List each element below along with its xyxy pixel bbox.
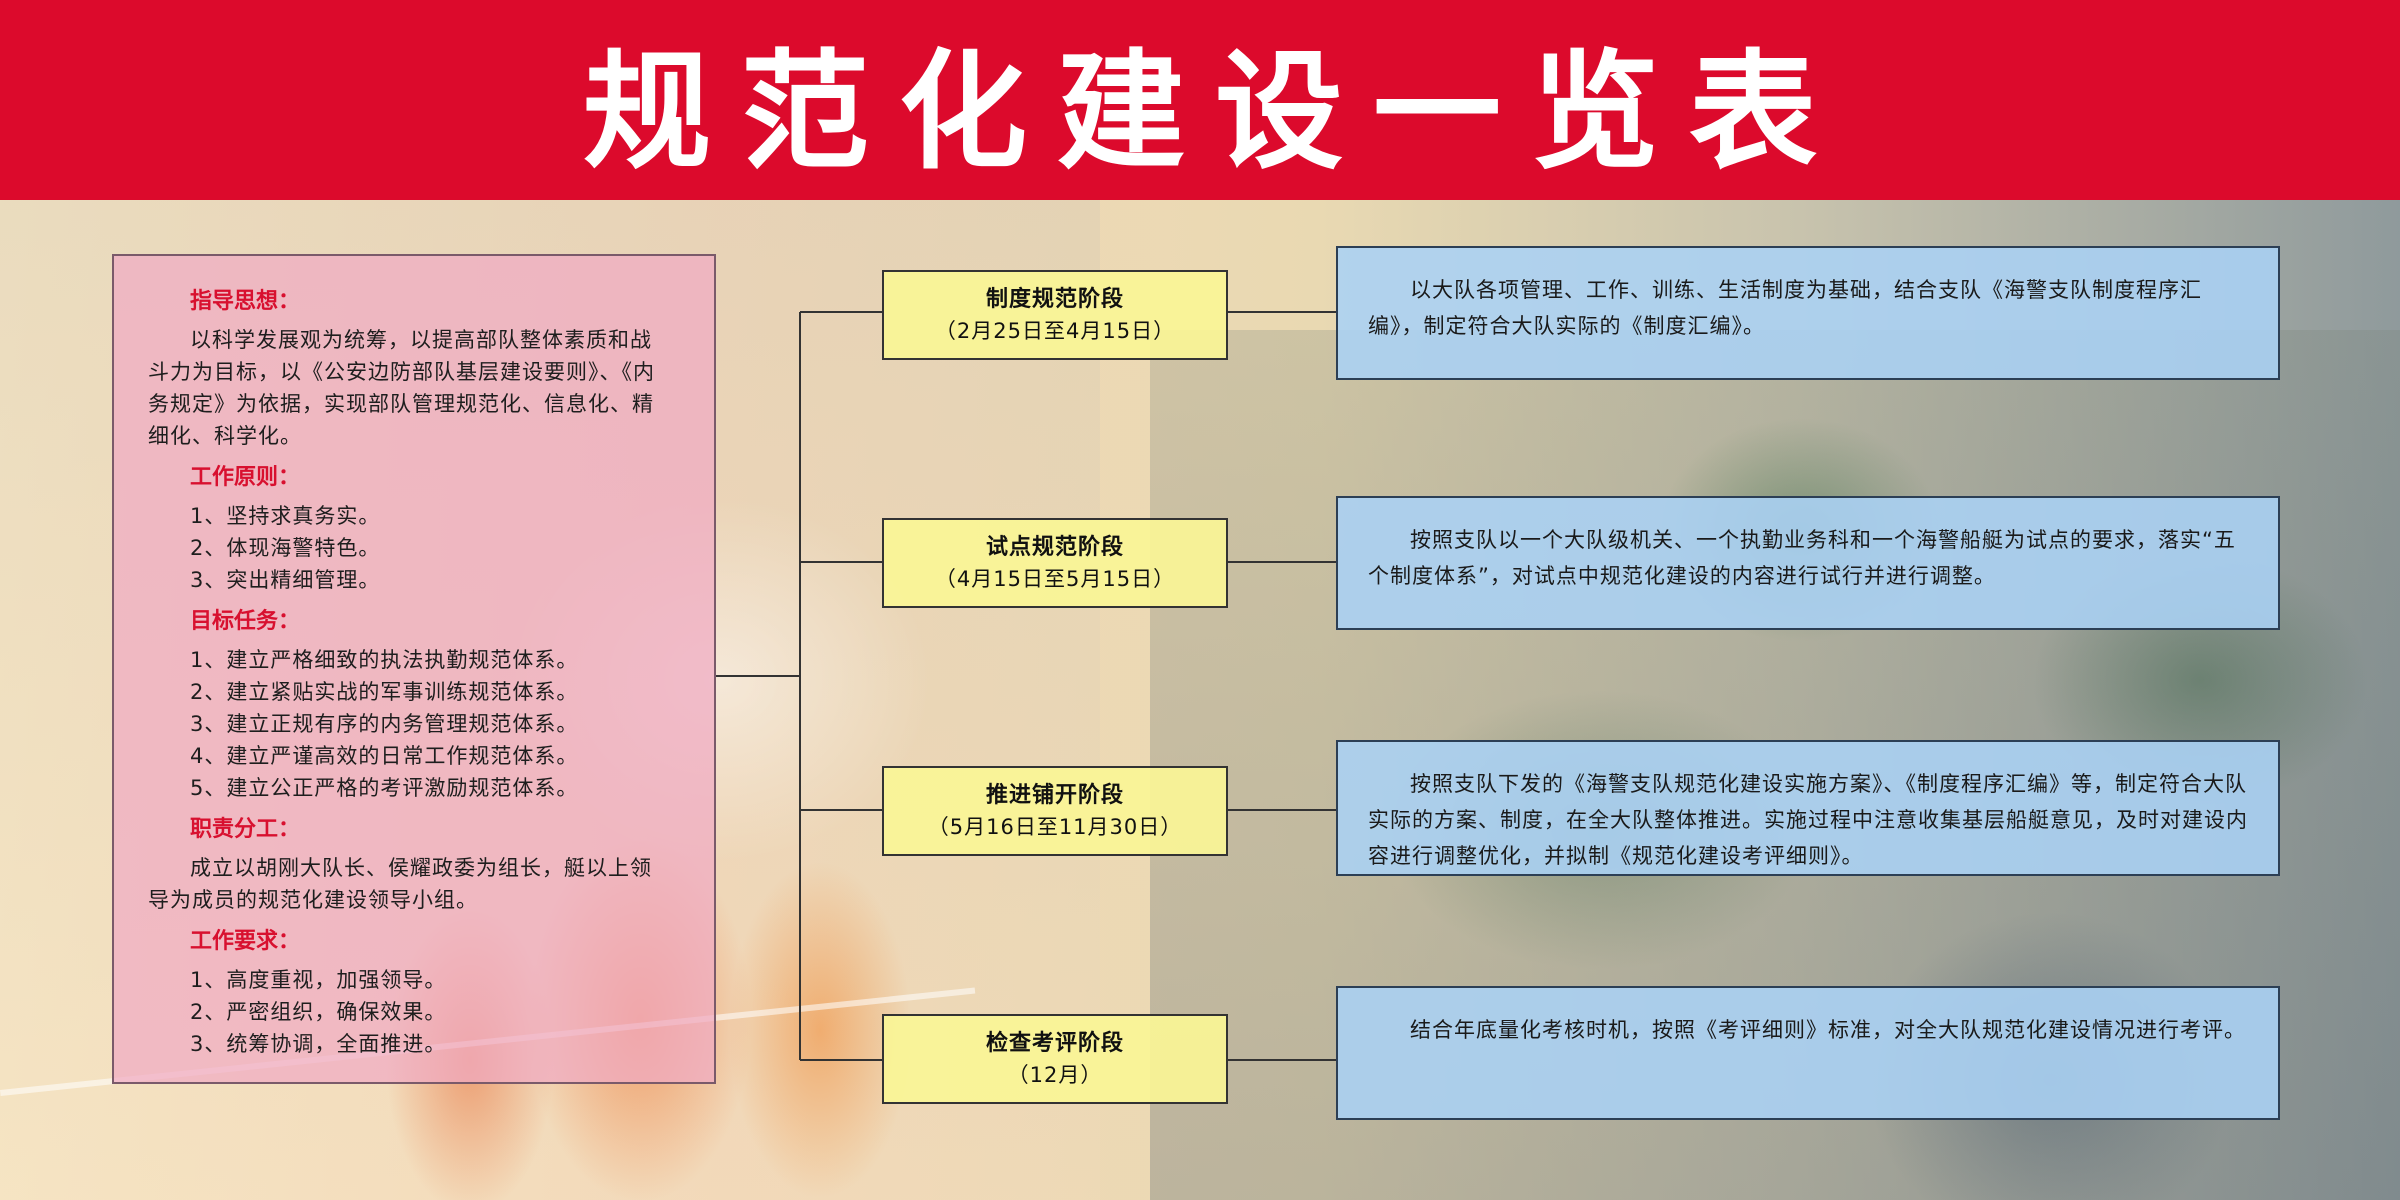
description-text: 按照支队下发的《海警支队规范化建设实施方案》、《制度程序汇编》等，制定符合大队实…	[1368, 772, 2248, 868]
description-text: 结合年底量化考核时机，按照《考评细则》标准，对全大队规范化建设情况进行考评。	[1410, 1018, 2246, 1042]
stage-name: 推进铺开阶段	[985, 783, 1124, 808]
list-item: 4、建立严谨高效的日常工作规范体系。	[190, 744, 579, 768]
stage-name: 试点规范阶段	[985, 535, 1124, 560]
stage-date: （12月）	[1007, 1063, 1103, 1087]
list-item: 2、体现海警特色。	[190, 536, 381, 560]
stage-name: 制度规范阶段	[985, 287, 1124, 312]
section-responsibility: 职责分工： 成立以胡刚大队长、侯耀政委为组长，艇以上领导为成员的规范化建设领导小…	[148, 814, 668, 916]
section-heading: 工作原则：	[190, 465, 301, 490]
stage-date: （2月25日至4月15日）	[934, 319, 1176, 343]
list-item: 3、建立正规有序的内务管理规范体系。	[190, 712, 579, 736]
stage-description-3: 按照支队下发的《海警支队规范化建设实施方案》、《制度程序汇编》等，制定符合大队实…	[1336, 740, 2280, 876]
stage-date: （4月15日至5月15日）	[934, 567, 1176, 591]
stage-date: （5月16日至11月30日）	[927, 815, 1183, 839]
section-paragraph: 以科学发展观为统筹，以提高部队整体素质和战斗力为目标，以《公安边防部队基层建设要…	[148, 328, 655, 448]
description-text: 以大队各项管理、工作、训练、生活制度为基础，结合支队《海警支队制度程序汇编》，制…	[1368, 278, 2202, 338]
list-item: 5、建立公正严格的考评激励规范体系。	[190, 776, 579, 800]
section-work-requirements: 工作要求： 1、高度重视，加强领导。 2、严密组织，确保效果。 3、统筹协调，全…	[148, 926, 668, 1060]
description-text: 按照支队以一个大队级机关、一个执勤业务科和一个海警船艇为试点的要求，落实“五个制…	[1368, 528, 2236, 588]
section-work-principles: 工作原则： 1、坚持求真务实。 2、体现海警特色。 3、突出精细管理。	[148, 462, 668, 596]
list-item: 1、高度重视，加强领导。	[190, 968, 447, 992]
list-item: 2、建立紧贴实战的军事训练规范体系。	[190, 680, 579, 704]
stage-box-4: 检查考评阶段 （12月）	[882, 1014, 1228, 1104]
stage-description-2: 按照支队以一个大队级机关、一个执勤业务科和一个海警船艇为试点的要求，落实“五个制…	[1336, 496, 2280, 630]
page-title: 规范化建设一览表	[582, 37, 1847, 187]
list-item: 2、严密组织，确保效果。	[190, 1000, 447, 1024]
section-heading: 工作要求：	[190, 929, 301, 954]
section-paragraph: 成立以胡刚大队长、侯耀政委为组长，艇以上领导为成员的规范化建设领导小组。	[148, 856, 652, 912]
list-item: 1、坚持求真务实。	[190, 504, 381, 528]
section-guiding-thought: 指导思想： 以科学发展观为统筹，以提高部队整体素质和战斗力为目标，以《公安边防部…	[148, 286, 668, 452]
stage-box-1: 制度规范阶段 （2月25日至4月15日）	[882, 270, 1228, 360]
list-item: 3、突出精细管理。	[190, 568, 381, 592]
section-heading: 指导思想：	[190, 289, 301, 314]
list-item: 1、建立严格细致的执法执勤规范体系。	[190, 648, 579, 672]
section-heading: 职责分工：	[190, 817, 301, 842]
section-target-tasks: 目标任务： 1、建立严格细致的执法执勤规范体系。 2、建立紧贴实战的军事训练规范…	[148, 606, 668, 804]
info-panel: 指导思想： 以科学发展观为统筹，以提高部队整体素质和战斗力为目标，以《公安边防部…	[112, 254, 716, 1084]
list-item: 3、统筹协调，全面推进。	[190, 1032, 447, 1056]
stage-name: 检查考评阶段	[985, 1031, 1124, 1056]
stage-description-1: 以大队各项管理、工作、训练、生活制度为基础，结合支队《海警支队制度程序汇编》，制…	[1336, 246, 2280, 380]
section-heading: 目标任务：	[190, 609, 301, 634]
stage-box-3: 推进铺开阶段 （5月16日至11月30日）	[882, 766, 1228, 856]
stage-box-2: 试点规范阶段 （4月15日至5月15日）	[882, 518, 1228, 608]
stage-description-4: 结合年底量化考核时机，按照《考评细则》标准，对全大队规范化建设情况进行考评。	[1336, 986, 2280, 1120]
header-banner: 规范化建设一览表	[0, 0, 2400, 200]
